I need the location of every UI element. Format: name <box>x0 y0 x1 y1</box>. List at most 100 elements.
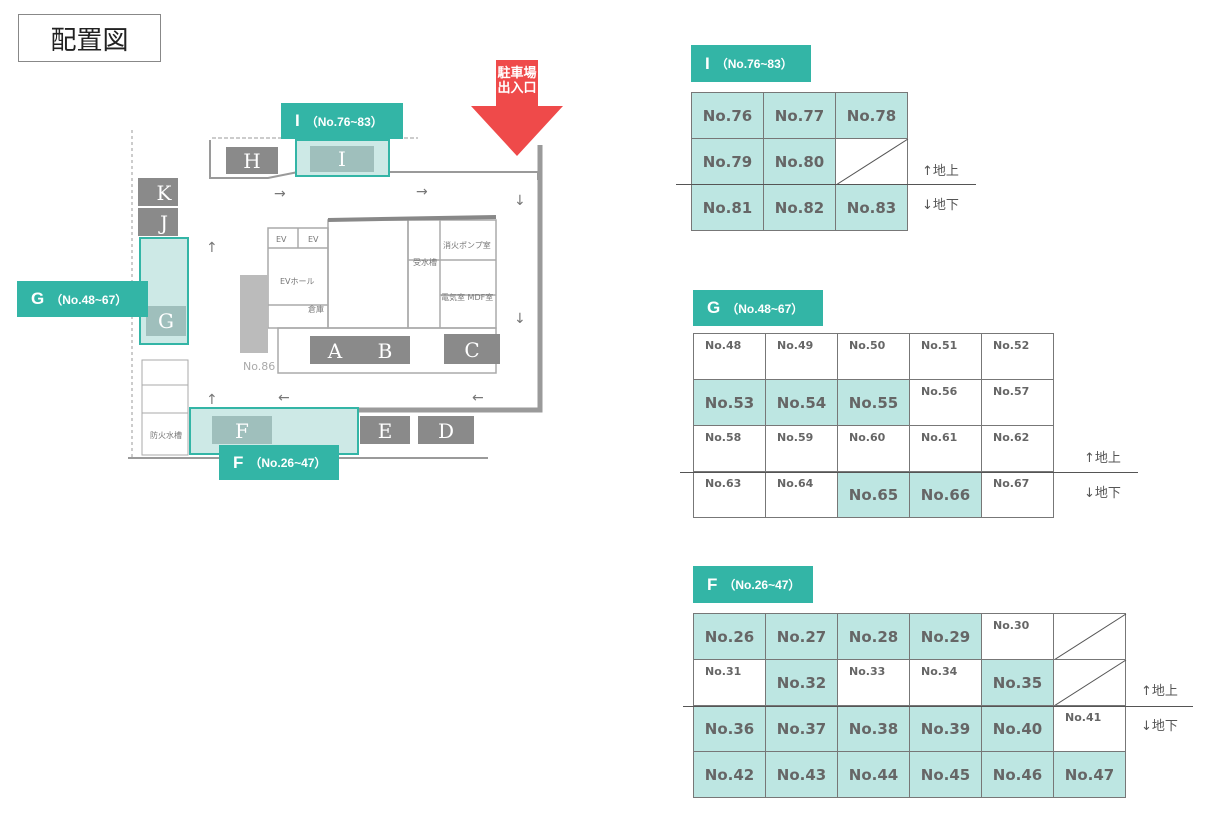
parking-slot: No.67 <box>981 471 1054 518</box>
parking-slot: No.47 <box>1053 751 1126 798</box>
parking-blocks <box>138 147 500 444</box>
label-pump: 消火ポンプ室 <box>443 240 491 250</box>
svg-text:E: E <box>378 419 393 443</box>
label-mdf: 電気室 MDF室 <box>441 292 493 302</box>
parking-slot: No.44 <box>837 751 910 798</box>
section-F-range: （No.26~47） <box>723 578 801 592</box>
parking-slot: No.42 <box>693 751 766 798</box>
svg-text:H: H <box>243 149 260 173</box>
parking-slot: No.31 <box>693 659 766 706</box>
parking-slot: No.50 <box>837 333 910 380</box>
svg-text:↑: ↑ <box>206 392 218 408</box>
parking-slot: No.37 <box>765 705 838 752</box>
parking-slot: No.63 <box>693 471 766 518</box>
parking-slot: No.79 <box>691 138 764 185</box>
label-water: 受水槽 <box>413 257 437 267</box>
svg-text:K: K <box>157 181 173 205</box>
label-storage: 倉庫 <box>308 304 324 314</box>
parking-slot: No.33 <box>837 659 910 706</box>
empty-slot <box>1053 613 1127 661</box>
level-divider-I <box>676 184 976 185</box>
svg-text:↓: ↓ <box>514 311 526 327</box>
parking-slot: No.38 <box>837 705 910 752</box>
block-D <box>418 416 474 444</box>
svg-text:→: → <box>274 186 286 202</box>
map-tag-I-range: （No.76~83） <box>305 114 383 129</box>
svg-text:↓: ↓ <box>514 193 526 209</box>
svg-text:C: C <box>464 338 479 362</box>
svg-text:J: J <box>158 211 168 235</box>
section-G-letter: G <box>707 298 721 317</box>
map-tag-G-letter: G <box>31 289 45 308</box>
parking-slot: No.28 <box>837 613 910 660</box>
parking-slot: No.80 <box>763 138 836 185</box>
parking-slot: No.26 <box>693 613 766 660</box>
parking-slot: No.29 <box>909 613 982 660</box>
parking-slot: No.55 <box>837 379 910 426</box>
parking-slot: No.64 <box>765 471 838 518</box>
parking-slot: No.62 <box>981 425 1054 472</box>
level-up-I: ↑地上 <box>922 164 959 179</box>
parking-slot: No.32 <box>765 659 838 706</box>
parking-slot: No.48 <box>693 333 766 380</box>
level-divider-F <box>683 706 1193 707</box>
map-tag-F: F （No.26~47） <box>219 445 339 480</box>
section-I-letter: I <box>705 53 710 73</box>
parking-slot: No.27 <box>765 613 838 660</box>
parking-slot: No.45 <box>909 751 982 798</box>
parking-slot: No.34 <box>909 659 982 706</box>
level-down-G: ↓地下 <box>1084 486 1121 501</box>
parking-slot: No.59 <box>765 425 838 472</box>
section-F-tag: F （No.26~47） <box>693 566 813 603</box>
section-F-letter: F <box>707 574 718 594</box>
map-tag-F-range: （No.26~47） <box>249 456 327 470</box>
empty-slot <box>1053 659 1127 707</box>
section-I-tag: I （No.76~83） <box>691 45 811 82</box>
block-B <box>360 336 410 364</box>
block-K <box>138 178 178 206</box>
parking-slot: No.83 <box>835 184 908 231</box>
parking-slot: No.66 <box>909 471 982 518</box>
parking-slot: No.58 <box>693 425 766 472</box>
parking-slot: No.61 <box>909 425 982 472</box>
svg-text:I: I <box>338 147 346 171</box>
level-down-F: ↓地下 <box>1141 719 1178 734</box>
parking-slot: No.36 <box>693 705 766 752</box>
svg-text:↑: ↑ <box>206 240 218 256</box>
parking-slot: No.81 <box>691 184 764 231</box>
floor-plan-map: H I K J G A B C F E D EV EV EVホール 倉庫 消火ポ… <box>128 130 543 459</box>
parking-slot: No.78 <box>835 92 908 139</box>
parking-slot: No.60 <box>837 425 910 472</box>
svg-text:←: ← <box>472 390 484 406</box>
section-G-range: （No.48~67） <box>726 301 804 316</box>
block-C <box>444 334 500 364</box>
level-up-F: ↑地上 <box>1141 684 1178 699</box>
map-tag-I: I （No.76~83） <box>281 103 403 139</box>
svg-text:G: G <box>158 309 174 333</box>
block-H <box>226 147 278 174</box>
parking-slot: No.53 <box>693 379 766 426</box>
svg-text:D: D <box>438 419 454 443</box>
svg-text:B: B <box>378 339 393 363</box>
empty-slot <box>835 138 909 186</box>
level-divider-G <box>680 472 1138 473</box>
svg-text:←: ← <box>278 390 290 406</box>
parking-slot: No.76 <box>691 92 764 139</box>
level-up-G: ↑地上 <box>1084 451 1121 466</box>
map-tag-G: G （No.48~67） <box>17 281 148 317</box>
map-tag-G-range: （No.48~67） <box>50 292 128 307</box>
label-fire-tank: 防火水槽 <box>150 430 182 440</box>
label-no86: No.86 <box>243 360 275 373</box>
parking-slot: No.35 <box>981 659 1054 706</box>
map-tag-F-letter: F <box>233 452 244 472</box>
map-tag-I-letter: I <box>295 111 300 130</box>
label-evhall: EVホール <box>280 277 315 286</box>
level-down-I: ↓地下 <box>922 198 959 213</box>
parking-slot: No.39 <box>909 705 982 752</box>
parking-slot: No.40 <box>981 705 1054 752</box>
section-G-tag: G （No.48~67） <box>693 290 823 326</box>
parking-slot: No.52 <box>981 333 1054 380</box>
parking-slot: No.56 <box>909 379 982 426</box>
entrance-arrow: 駐車場 出入口 <box>471 60 563 156</box>
entrance-label-line2: 出入口 <box>497 81 537 96</box>
